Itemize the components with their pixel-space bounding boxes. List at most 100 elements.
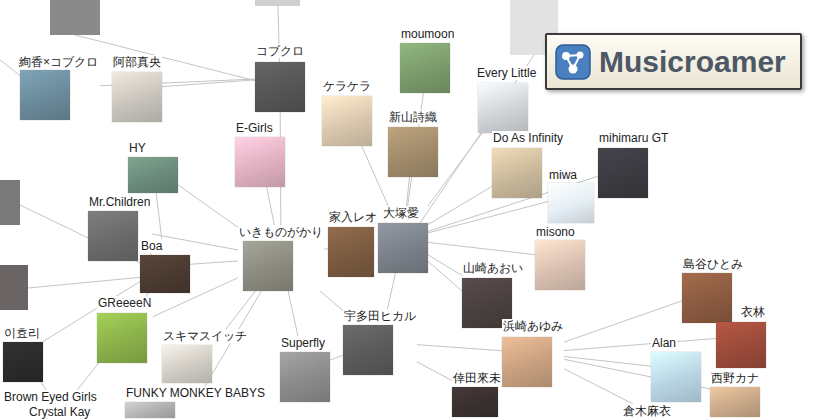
artist-node: FUNKY MONKEY BABYS: [125, 386, 266, 418]
artist-name: 西野カナ: [710, 371, 760, 385]
artist-node: Superfly: [280, 336, 330, 402]
artist-node: 大塚愛: [378, 206, 428, 273]
similarity-link: [428, 242, 535, 254]
artist-photo: [343, 325, 393, 375]
artist-photo: [235, 137, 285, 187]
artist-photo: [125, 402, 175, 418]
artist-node: miwa: [548, 168, 594, 223]
similarity-link: [226, 291, 255, 329]
artist-node: 衣林: [716, 305, 766, 368]
similarity-link: [267, 187, 275, 225]
similarity-link: [564, 338, 716, 350]
artist-photo: [97, 313, 147, 363]
artist-node: スキマスイッチ: [162, 329, 248, 383]
similarity-link: [152, 234, 238, 250]
artist-name: moumoon: [400, 27, 455, 41]
artist-node: Brown Eyed Girls: [3, 390, 98, 404]
artist-node: 新山詩織: [388, 110, 438, 177]
artist-photo: [328, 227, 374, 277]
artist-node: misono: [535, 225, 585, 290]
similarity-link: [162, 80, 255, 87]
artist-node: 山崎あおい: [462, 261, 524, 328]
artist-photo: [452, 387, 498, 417]
artist-node: 西野カナ: [710, 371, 760, 417]
artist-photo: [548, 183, 594, 223]
artist-photo: [255, 0, 300, 6]
artist-name: 大塚愛: [382, 206, 420, 220]
artist-node: E-Girls: [235, 121, 285, 187]
artist-photo: [378, 223, 428, 273]
artist-node: Every Little: [476, 66, 538, 133]
artist-photo: [710, 387, 760, 417]
artist-name: FUNKY MONKEY BABYS: [125, 386, 266, 400]
artist-name: いきものがかり: [238, 225, 324, 239]
artist-photo: [0, 265, 28, 310]
artist-name: 家入レオ: [328, 210, 378, 224]
artist-photo: [0, 180, 20, 225]
artist-name: スキマスイッチ: [162, 329, 248, 343]
artist-name: 衣林: [740, 305, 766, 319]
artist-node: コブクロ: [255, 44, 305, 112]
artist-node: 家入レオ: [328, 210, 378, 277]
similarity-link: [417, 345, 502, 351]
artist-photo: [140, 255, 190, 293]
artist-name: 島谷ひとみ: [682, 257, 744, 271]
artist-name: 이효리: [3, 326, 41, 340]
artist-node: 이효리: [3, 326, 43, 382]
artist-node: GReeeeN: [97, 296, 153, 363]
artist-photo: [20, 70, 70, 120]
artist-node: いきものがかり: [238, 225, 324, 291]
similarity-link: [320, 291, 343, 311]
artist-name: misono: [535, 225, 576, 239]
artist-node: Crystal Kay: [28, 405, 92, 419]
similarity-link: [288, 291, 298, 336]
artist-photo: [88, 211, 138, 261]
artist-name: 倖田來未: [452, 371, 502, 385]
artist-name: 絢香×コブクロ: [18, 55, 99, 69]
artist-node: 島谷ひとみ: [682, 257, 744, 323]
artist-name: Mr.Children: [88, 195, 151, 209]
artist-node: moumoon: [400, 27, 456, 93]
artist-photo: [478, 83, 528, 133]
artist-photo: [598, 148, 648, 198]
artist-name: Superfly: [280, 336, 326, 350]
artist-name: ケラケラ: [322, 79, 372, 93]
artist-node: Alan: [651, 336, 701, 402]
similarity-link: [190, 261, 238, 264]
artist-photo: [3, 342, 43, 382]
similarity-link: [564, 356, 651, 366]
artist-name: 宇多田ヒカル: [343, 309, 417, 323]
artist-node: mihimaru GT: [598, 131, 670, 198]
artist-node: 倉木麻衣: [622, 404, 672, 418]
artist-photo: [682, 273, 732, 323]
artist-name: E-Girls: [235, 121, 274, 135]
logo-badge: Musicroamer: [545, 33, 802, 90]
similarity-link: [156, 193, 162, 239]
artist-photo: [255, 62, 305, 112]
artist-photo: [243, 241, 293, 291]
artist-photo: [388, 127, 438, 177]
artist-name: Do As Infinity: [492, 131, 564, 145]
artist-name: Every Little: [476, 66, 537, 80]
artist-node: 絢香×コブクロ: [18, 55, 100, 120]
artist-node: 倖田來未: [452, 371, 502, 417]
graph-line: [75, 35, 280, 87]
similarity-link: [564, 369, 633, 404]
similarity-link: [178, 185, 238, 228]
artist-photo: [651, 352, 701, 402]
artist-name: Crystal Kay: [28, 405, 91, 419]
similarity-link: [428, 202, 548, 233]
artist-name: Brown Eyed Girls: [3, 390, 98, 404]
similarity-link: [41, 382, 46, 390]
logo-icon: [555, 44, 591, 80]
artist-name: 倉木麻衣: [622, 404, 672, 418]
artist-node: Boa: [140, 239, 190, 293]
artist-photo: [128, 157, 178, 193]
artist-photo: [50, 0, 100, 35]
similarity-link: [330, 355, 343, 360]
artist-photo: [492, 148, 542, 198]
artist-node: HY: [128, 141, 178, 193]
artist-name: 阿部真央: [112, 55, 162, 69]
artist-name: 山崎あおい: [462, 261, 524, 275]
artist-photo: [400, 43, 450, 93]
